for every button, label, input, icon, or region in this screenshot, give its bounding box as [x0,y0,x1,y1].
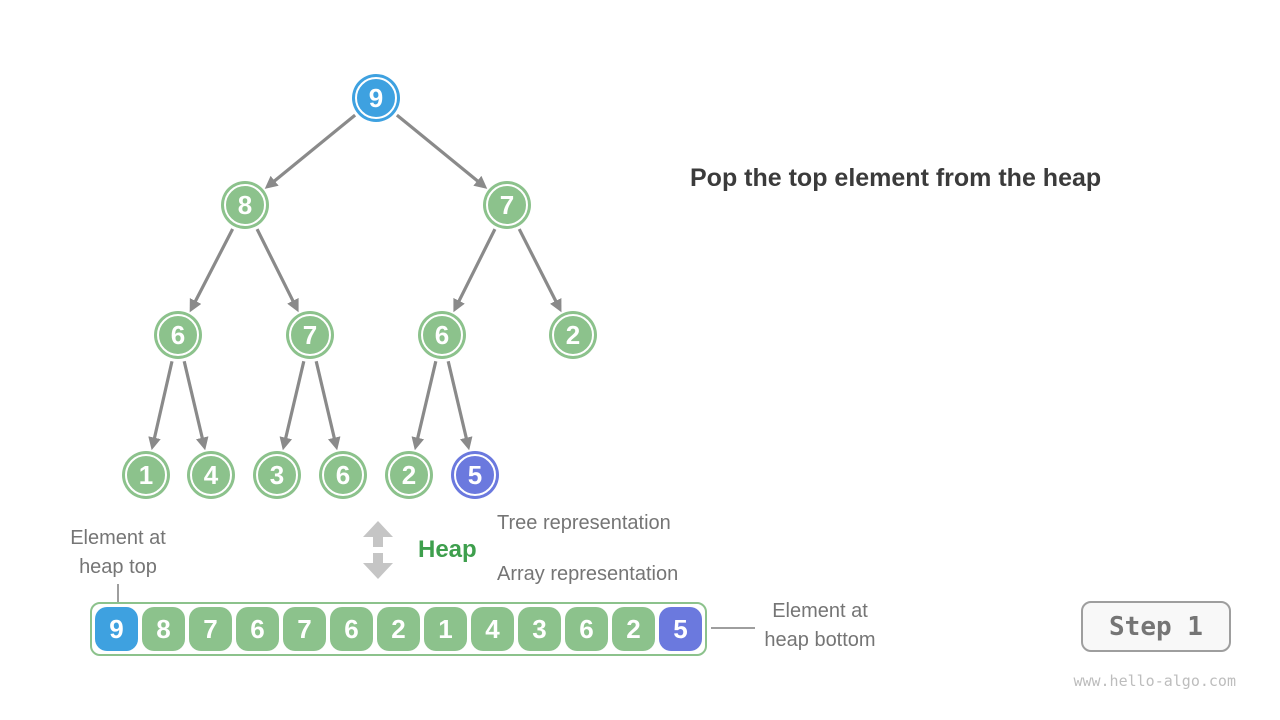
heap-top-connector-line [117,584,119,602]
page-title: Pop the top element from the heap [690,164,1102,192]
array-cell: 8 [142,607,185,651]
tree-edge-arrow [255,228,299,313]
tree-edge-arrow [148,360,174,451]
tree-node-value: 8 [238,190,252,220]
tree-nodes: 9 8 7 6 7 6 2 1 4 3 6 2 5 [122,74,597,499]
tree-edge-arrow [453,228,497,313]
array-cell: 9 [95,607,138,651]
array-cell: 6 [236,607,279,651]
tree-node: 3 [253,451,301,499]
tree-edge-arrow [411,360,438,451]
array-cell: 4 [471,607,514,651]
tree-edge-arrow [182,360,209,451]
tree-node: 7 [286,311,334,359]
watermark: www.hello-algo.com [1073,672,1236,690]
array-cell: 6 [565,607,608,651]
tree-node-value: 2 [402,460,416,490]
tree-edge-arrow [189,228,235,313]
heap-top-label-line2: heap top [79,556,157,578]
tree-node-value: 2 [566,320,580,350]
heap-bottom-label-line1: Element at [772,600,868,622]
tree-edge-arrow [446,360,473,451]
tree-node: 2 [549,311,597,359]
heap-label: Heap [418,536,477,563]
tree-node: 4 [187,451,235,499]
tree-node: 5 [451,451,499,499]
tree-node-value: 6 [171,320,185,350]
tree-node-value: 5 [468,460,482,490]
tree-node: 2 [385,451,433,499]
tree-edge-arrow [314,360,341,451]
tree-node: 1 [122,451,170,499]
array-cell: 6 [330,607,373,651]
heap-bottom-label: Element at heap bottom [748,597,892,655]
tree-node-value: 1 [139,460,153,490]
array-cell: 1 [424,607,467,651]
tree-node-value: 6 [435,320,449,350]
tree-node-value: 7 [303,320,317,350]
tree-node: 6 [319,451,367,499]
step-button[interactable]: Step 1 [1081,601,1231,652]
heap-bottom-label-line2: heap bottom [764,629,876,651]
tree-node: 8 [221,181,269,229]
tree-node: 9 [352,74,400,122]
array-cell: 2 [377,607,420,651]
tree-node-value: 9 [369,83,383,113]
array-cell: 2 [612,607,655,651]
tree-node-value: 4 [204,460,219,490]
tree-node-value: 6 [336,460,350,490]
heap-top-label: Element at heap top [38,524,198,582]
tree-node: 7 [483,181,531,229]
array-cell: 5 [659,607,702,651]
tree-representation-label: Tree representation [497,512,671,534]
tree-edge-arrow [517,228,562,313]
tree-edge-arrow [395,113,488,189]
tree-node-value: 3 [270,460,284,490]
array-cell: 3 [518,607,561,651]
array-cell: 7 [283,607,326,651]
array-cell: 7 [189,607,232,651]
heap-bottom-connector-line [711,627,755,629]
tree-edges [148,113,562,451]
tree-node: 6 [154,311,202,359]
tree-edge-arrow [264,113,357,189]
tree-edge-arrow [279,360,306,451]
tree-node: 6 [418,311,466,359]
array-representation-label: Array representation [497,563,679,585]
up-down-arrow-icon [363,521,393,579]
heap-top-label-line1: Element at [70,527,166,549]
tree-node-value: 7 [500,190,514,220]
